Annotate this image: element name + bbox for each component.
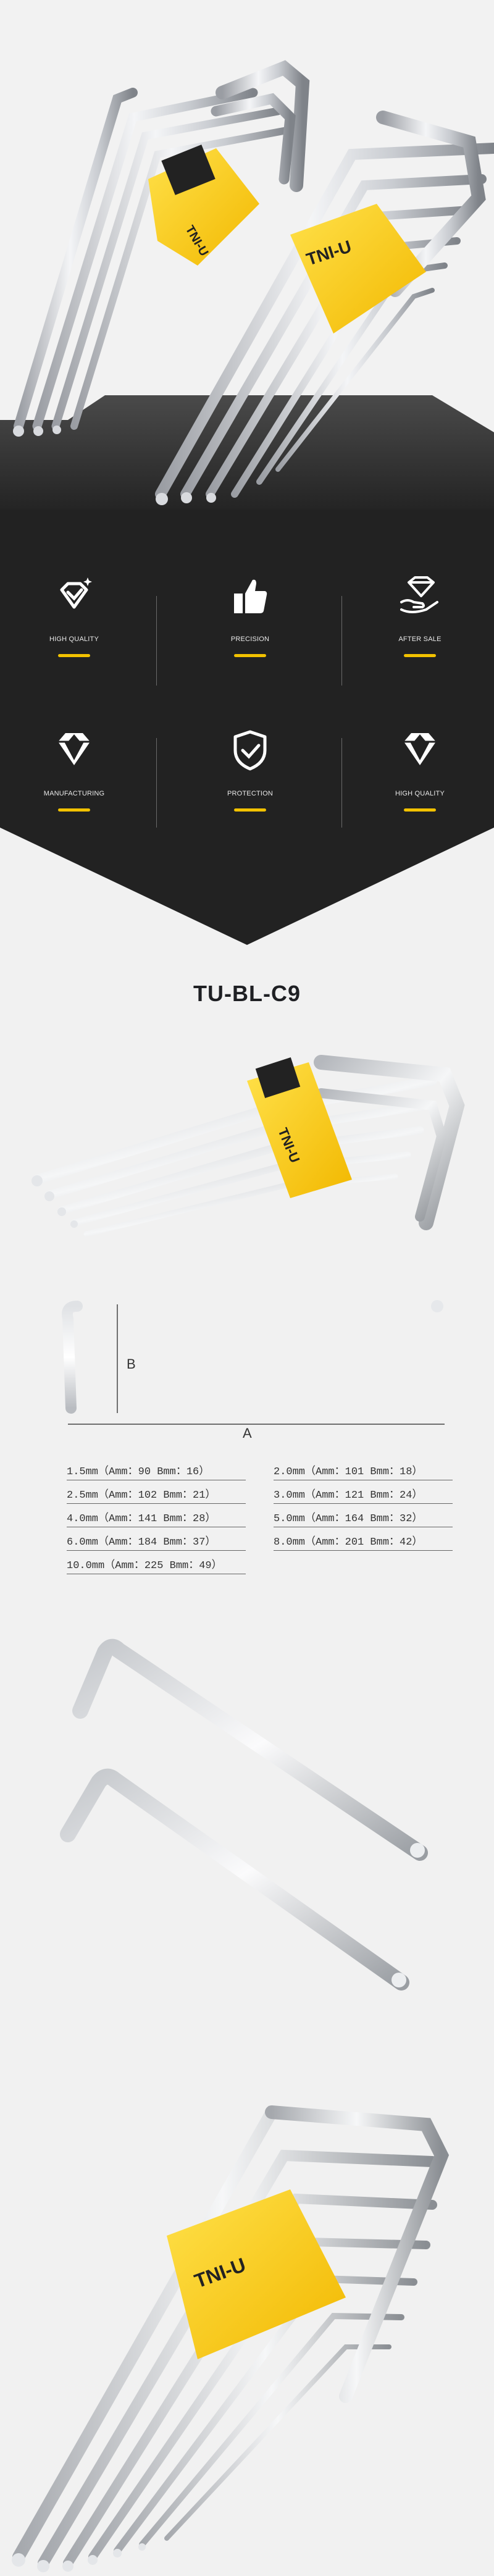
feature-label: MANUFACTURING bbox=[43, 790, 105, 797]
feature-label: HIGH QUALITY bbox=[49, 636, 99, 643]
feature-high-quality: HIGH QUALITY bbox=[12, 571, 136, 657]
product-model-title: TU-BL-C9 bbox=[193, 981, 301, 1006]
clip-bottom: TNI-U bbox=[167, 2189, 346, 2359]
accent-bar bbox=[234, 654, 266, 657]
diamond-check-icon bbox=[49, 571, 99, 621]
hero-illustration: TNI-U TNI-U bbox=[0, 0, 494, 513]
accent-bar bbox=[234, 808, 266, 812]
bottom-set-illustration: TNI-U bbox=[12, 2105, 450, 2572]
dimension-diagram bbox=[0, 1285, 494, 1445]
feature-protection: PROTECTION bbox=[188, 726, 312, 812]
dimension-label-a: A bbox=[243, 1425, 252, 1441]
spec-item: 2.0mm（Amm：101 Bmm：18） bbox=[274, 1465, 453, 1480]
spec-item: 2.5mm（Amm：102 Bmm：21） bbox=[67, 1488, 246, 1504]
clip-left: TNI-U bbox=[148, 145, 259, 266]
divider-3 bbox=[156, 738, 157, 828]
clip-right: TNI-U bbox=[290, 204, 426, 334]
single-wrench-photo bbox=[0, 1618, 494, 2001]
single-wrenches-illustration bbox=[60, 1638, 428, 1991]
clip-product: TNI-U bbox=[247, 1057, 352, 1198]
feature-manufacturing: MANUFACTURING bbox=[12, 726, 136, 812]
feature-label: HIGH QUALITY bbox=[395, 790, 445, 797]
feature-precision: PRECISION bbox=[188, 571, 312, 657]
divider-2 bbox=[341, 596, 342, 686]
spec-item: 8.0mm（Amm：201 Bmm：42） bbox=[274, 1535, 453, 1551]
bottom-product-photo: TNI-U bbox=[0, 2087, 494, 2576]
diamond-hand-icon bbox=[395, 571, 445, 621]
feature-label: AFTER SALE bbox=[398, 636, 442, 643]
spec-item: 3.0mm（Amm：121 Bmm：24） bbox=[274, 1488, 453, 1504]
spec-item: 10.0mm（Amm：225 Bmm：49） bbox=[67, 1559, 246, 1574]
feature-panel bbox=[0, 513, 494, 945]
product-photo: TNI-U bbox=[0, 1038, 494, 1248]
accent-bar bbox=[404, 654, 436, 657]
spec-item: 5.0mm（Amm：164 Bmm：32） bbox=[274, 1512, 453, 1527]
spec-item: 1.5mm（Amm：90 Bmm：16） bbox=[67, 1465, 246, 1480]
dimension-label-b: B bbox=[127, 1356, 136, 1372]
feature-panel-bg bbox=[0, 513, 494, 945]
feature-high-quality-2: HIGH QUALITY bbox=[358, 726, 482, 812]
divider-4 bbox=[341, 738, 342, 828]
diamond-icon bbox=[395, 726, 445, 775]
thumbs-up-icon bbox=[225, 571, 275, 621]
divider-1 bbox=[156, 596, 157, 686]
shield-check-icon bbox=[225, 726, 275, 775]
feature-label: PROTECTION bbox=[227, 790, 274, 797]
accent-bar bbox=[404, 808, 436, 812]
hero-section: TNI-U TNI-U bbox=[0, 0, 494, 513]
feature-label: PRECISION bbox=[230, 636, 270, 643]
accent-bar bbox=[58, 808, 90, 812]
feature-after-sale: AFTER SALE bbox=[358, 571, 482, 657]
product-set-illustration: TNI-U bbox=[31, 1055, 465, 1237]
spec-item: 4.0mm（Amm：141 Bmm：28） bbox=[67, 1512, 246, 1527]
diamond-icon bbox=[49, 726, 99, 775]
spec-item: 6.0mm（Amm：184 Bmm：37） bbox=[67, 1535, 246, 1551]
dimension-drawing bbox=[62, 1300, 445, 1425]
accent-bar bbox=[58, 654, 90, 657]
